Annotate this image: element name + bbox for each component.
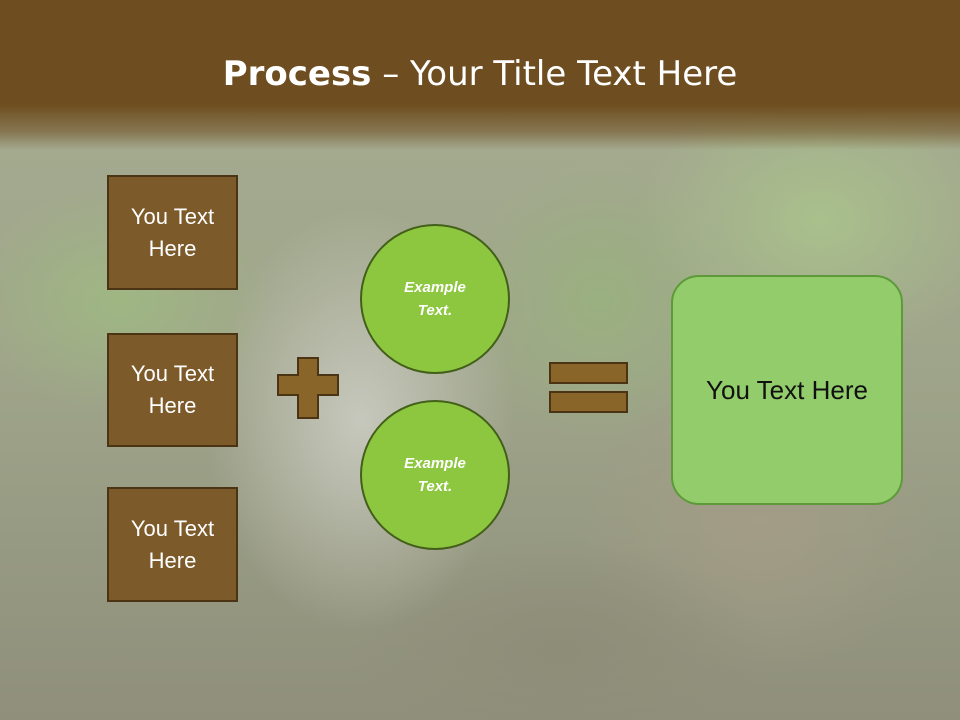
equals-bottom-bar	[549, 391, 628, 413]
result-box: You Text Here	[671, 275, 903, 505]
left-box-label: You Text Here	[130, 515, 215, 573]
slide-title: Process – Your Title Text Here	[0, 50, 960, 98]
title-rest: – Your Title Text Here	[371, 54, 738, 94]
left-box-label: You Text Here	[130, 361, 215, 418]
left-box-2: You Text Here	[107, 333, 238, 447]
circle-label: Example Text.	[404, 279, 466, 319]
plus-fill	[279, 376, 337, 394]
title-bar	[0, 0, 960, 150]
circle-1: Example Text.	[360, 224, 510, 374]
result-label: You Text Here	[706, 374, 868, 405]
title-bold: Process	[222, 54, 372, 94]
circle-label: Example Text.	[404, 455, 466, 495]
left-box-label: You Text Here	[130, 203, 215, 261]
left-box-1: You Text Here	[107, 175, 238, 290]
left-box-3: You Text Here	[107, 487, 238, 602]
equals-top-bar	[549, 362, 628, 384]
circle-2: Example Text.	[360, 400, 510, 550]
